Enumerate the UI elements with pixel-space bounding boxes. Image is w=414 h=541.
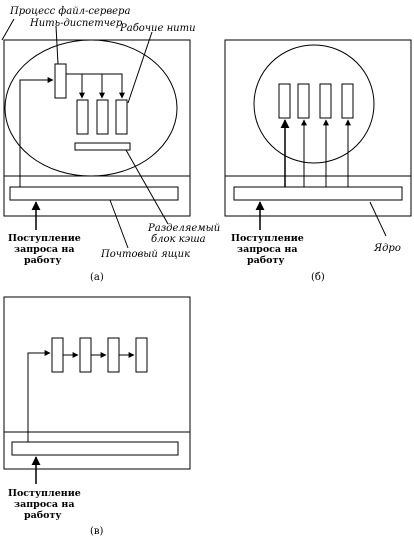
panel-b-process-ellipse: [253, 44, 375, 164]
panel-b: Ядро Поступление запроса на работу (б): [224, 39, 412, 283]
panel-b-thread: [297, 83, 310, 119]
caption-c: (в): [90, 526, 104, 537]
label-request-a-3: работу: [24, 255, 61, 266]
panel-b-kernel-queue: [233, 186, 403, 201]
panel-c-pipeline-thread: [79, 337, 92, 373]
process-leader-line: [1, 18, 15, 41]
label-request-c-3: работу: [24, 510, 61, 521]
label-file-server-process: Процесс файл-сервера: [9, 6, 130, 17]
panel-b-frame: [224, 39, 412, 217]
panel-c-kernel-queue: [11, 441, 179, 456]
panel-c-pipeline-thread: [51, 337, 64, 373]
label-request-b-1: Поступление: [231, 233, 304, 244]
panel-a-worker-thread: [76, 99, 89, 135]
panel-a-dispatcher-thread: [54, 63, 67, 99]
panel-c-entry-arrow: [27, 350, 51, 442]
panel-b-thread: [278, 83, 291, 119]
panel-b-thread: [319, 83, 332, 119]
caption-a: (а): [90, 272, 104, 283]
panel-b-thread: [341, 83, 354, 119]
label-request-c-1: Поступление: [8, 488, 81, 499]
label-shared-cache-1: Разделяемый: [147, 223, 220, 234]
dispatch-arrow: [66, 73, 125, 99]
label-request-a-2: запроса на: [14, 244, 75, 255]
label-request-a-1: Поступление: [8, 233, 81, 244]
label-request-b-2: запроса на: [237, 244, 298, 255]
mailbox-leader-line: [109, 199, 129, 249]
panel-c-pipeline-thread: [135, 337, 148, 373]
panel-c-pipeline-thread: [107, 337, 120, 373]
kernel-leader-line: [369, 201, 387, 237]
panel-a-mailbox-to-dispatcher-arrow: [19, 77, 54, 187]
caption-b: (б): [311, 272, 325, 283]
label-dispatcher-thread: Нить-диспетчер: [29, 18, 123, 29]
panel-c-frame: [3, 296, 191, 470]
label-mailbox: Почтовый ящик: [100, 249, 190, 260]
label-kernel: Ядро: [373, 243, 401, 254]
panel-c: Поступление запроса на работу (в): [3, 296, 191, 537]
label-request-b-3: работу: [247, 255, 284, 266]
panel-a-process-ellipse: [4, 39, 178, 177]
panel-a-mailbox: [9, 186, 179, 201]
cache-leader-line: [125, 149, 169, 225]
panel-a: Процесс файл-сервера Нить-диспетчер Рабо…: [1, 6, 220, 283]
label-request-c-2: запроса на: [14, 499, 75, 510]
label-worker-threads: Рабочие нити: [119, 23, 196, 34]
label-shared-cache-2: блок кэша: [151, 234, 206, 245]
panel-a-worker-thread: [115, 99, 128, 135]
panel-a-shared-cache: [74, 142, 131, 151]
dispatcher-leader-line: [55, 25, 59, 65]
workers-leader-line: [127, 31, 153, 104]
panel-a-worker-thread: [96, 99, 109, 135]
